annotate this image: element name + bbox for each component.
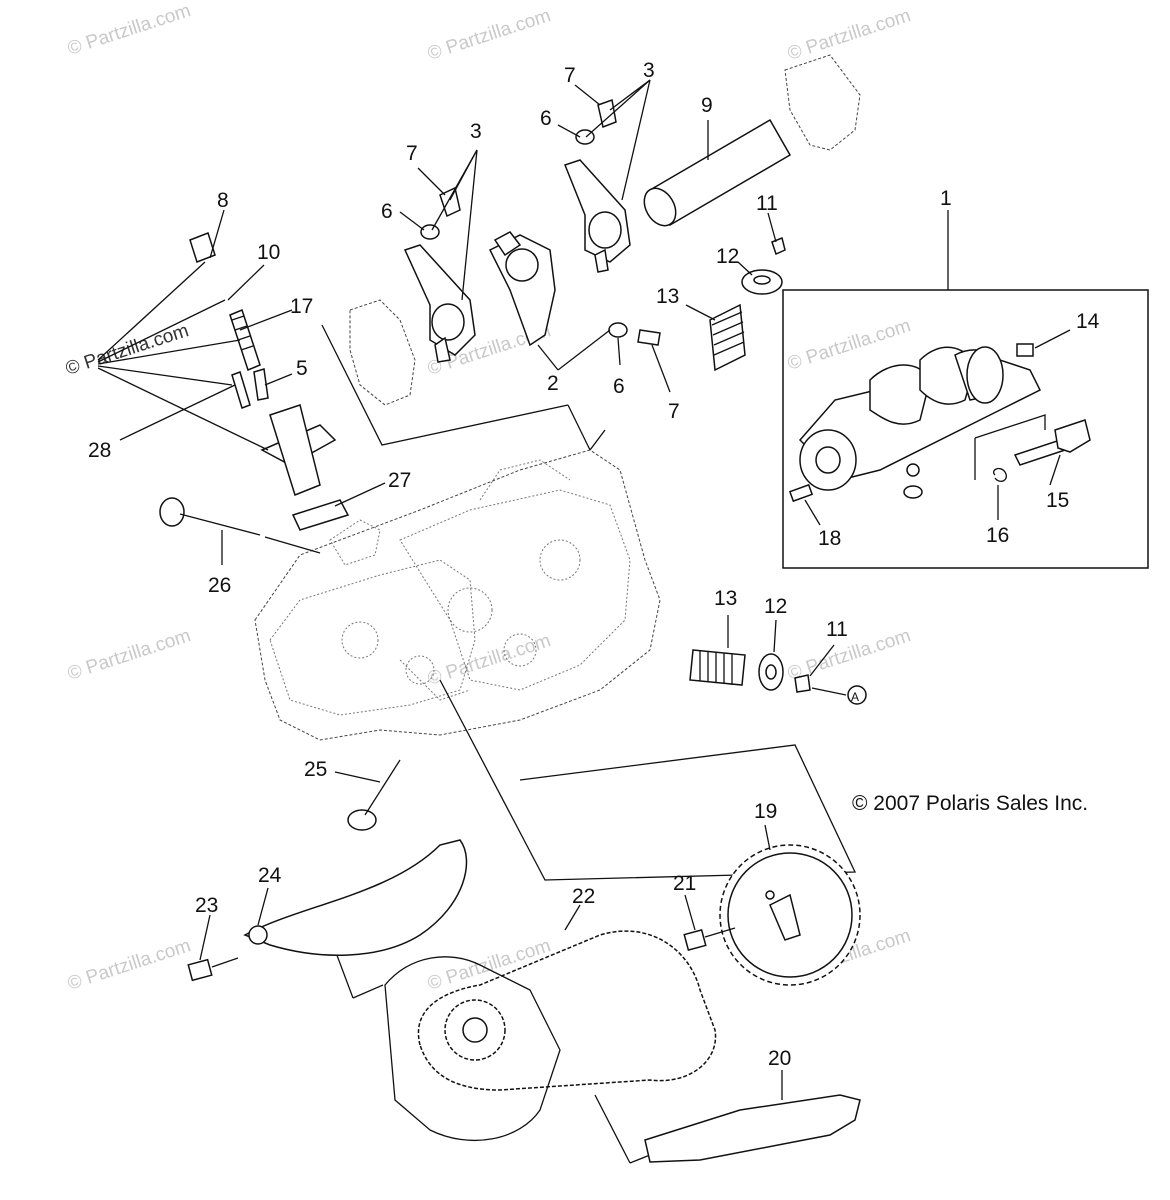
adjusters xyxy=(420,98,661,346)
callout-14: 14 xyxy=(1076,310,1100,333)
callout-18: 18 xyxy=(818,527,841,550)
timing-chain xyxy=(417,930,717,1091)
callout-3: 3 xyxy=(643,59,655,82)
intake-valve xyxy=(347,759,401,831)
callout-6: 6 xyxy=(540,107,552,130)
cam-chain-tensioner xyxy=(189,232,350,531)
reference-marker-a: A xyxy=(851,690,859,704)
callout-7: 7 xyxy=(668,400,680,423)
callout-13: 13 xyxy=(714,587,737,610)
callout-12: 12 xyxy=(764,595,787,618)
callout-17: 17 xyxy=(290,295,313,318)
chain-guide-upper xyxy=(243,839,468,956)
camshaft-kit-box xyxy=(782,289,1149,569)
callout-7: 7 xyxy=(564,64,576,87)
camshaft xyxy=(788,343,1042,503)
callout-1: 1 xyxy=(940,187,952,210)
callout-12: 12 xyxy=(716,245,739,268)
callout-26: 26 xyxy=(208,574,231,597)
leader-lines xyxy=(97,79,1071,1100)
camshaft-decompression-parts xyxy=(974,414,1091,482)
watermark: © Partzilla.com xyxy=(65,935,193,995)
callout-10: 10 xyxy=(257,241,280,264)
callout-23: 23 xyxy=(195,894,218,917)
callout-21: 21 xyxy=(673,872,696,895)
callout-11: 11 xyxy=(756,192,778,215)
rocker-shaft xyxy=(643,54,861,227)
callout-19: 19 xyxy=(754,800,777,823)
callout-7: 7 xyxy=(406,142,418,165)
callout-13: 13 xyxy=(656,285,679,308)
callout-25: 25 xyxy=(304,758,327,781)
callout-22: 22 xyxy=(572,885,595,908)
guide-bolt xyxy=(187,957,239,982)
callout-27: 27 xyxy=(388,469,411,492)
callout-6: 6 xyxy=(381,200,393,223)
watermark: © Partzilla.com xyxy=(65,625,193,685)
callout-15: 15 xyxy=(1046,489,1069,512)
callout-11: 11 xyxy=(826,618,848,641)
callout-20: 20 xyxy=(768,1047,791,1070)
cylinder-head xyxy=(254,449,661,741)
callout-28: 28 xyxy=(88,439,111,462)
rocker-bracket xyxy=(321,324,606,451)
rocker-arm-left xyxy=(349,244,476,406)
callout-6: 6 xyxy=(613,375,625,398)
chain-guide-lower xyxy=(644,1094,861,1163)
crankcase-outline xyxy=(384,956,561,1142)
callout-3: 3 xyxy=(470,120,482,143)
exhaust-valve xyxy=(159,497,261,536)
watermark: © Partzilla.com xyxy=(65,0,193,60)
callout-24: 24 xyxy=(258,864,282,887)
watermark: © Partzilla.com xyxy=(425,5,553,65)
watermark: © Partzilla.com xyxy=(63,320,191,380)
rocker-arm-right xyxy=(564,159,631,273)
copyright-notice: © 2007 Polaris Sales Inc. xyxy=(852,792,1088,815)
callout-9: 9 xyxy=(701,94,713,117)
cam-sprocket xyxy=(719,844,861,986)
valve-spring-lower: A xyxy=(689,649,867,705)
watermark: © Partzilla.com xyxy=(785,5,913,65)
callout-16: 16 xyxy=(986,524,1009,547)
callout-2: 2 xyxy=(547,372,559,395)
callout-5: 5 xyxy=(296,357,308,380)
rocker-arm-center xyxy=(488,231,556,347)
callout-numbers: 1 2 3 3 5 6 6 6 7 7 7 8 9 10 11 11 12 12… xyxy=(88,59,1100,1070)
watermark: © Partzilla.com xyxy=(425,630,553,690)
valve-spring-upper xyxy=(709,236,786,372)
callout-8: 8 xyxy=(217,189,229,212)
sprocket-bolt xyxy=(683,927,736,951)
